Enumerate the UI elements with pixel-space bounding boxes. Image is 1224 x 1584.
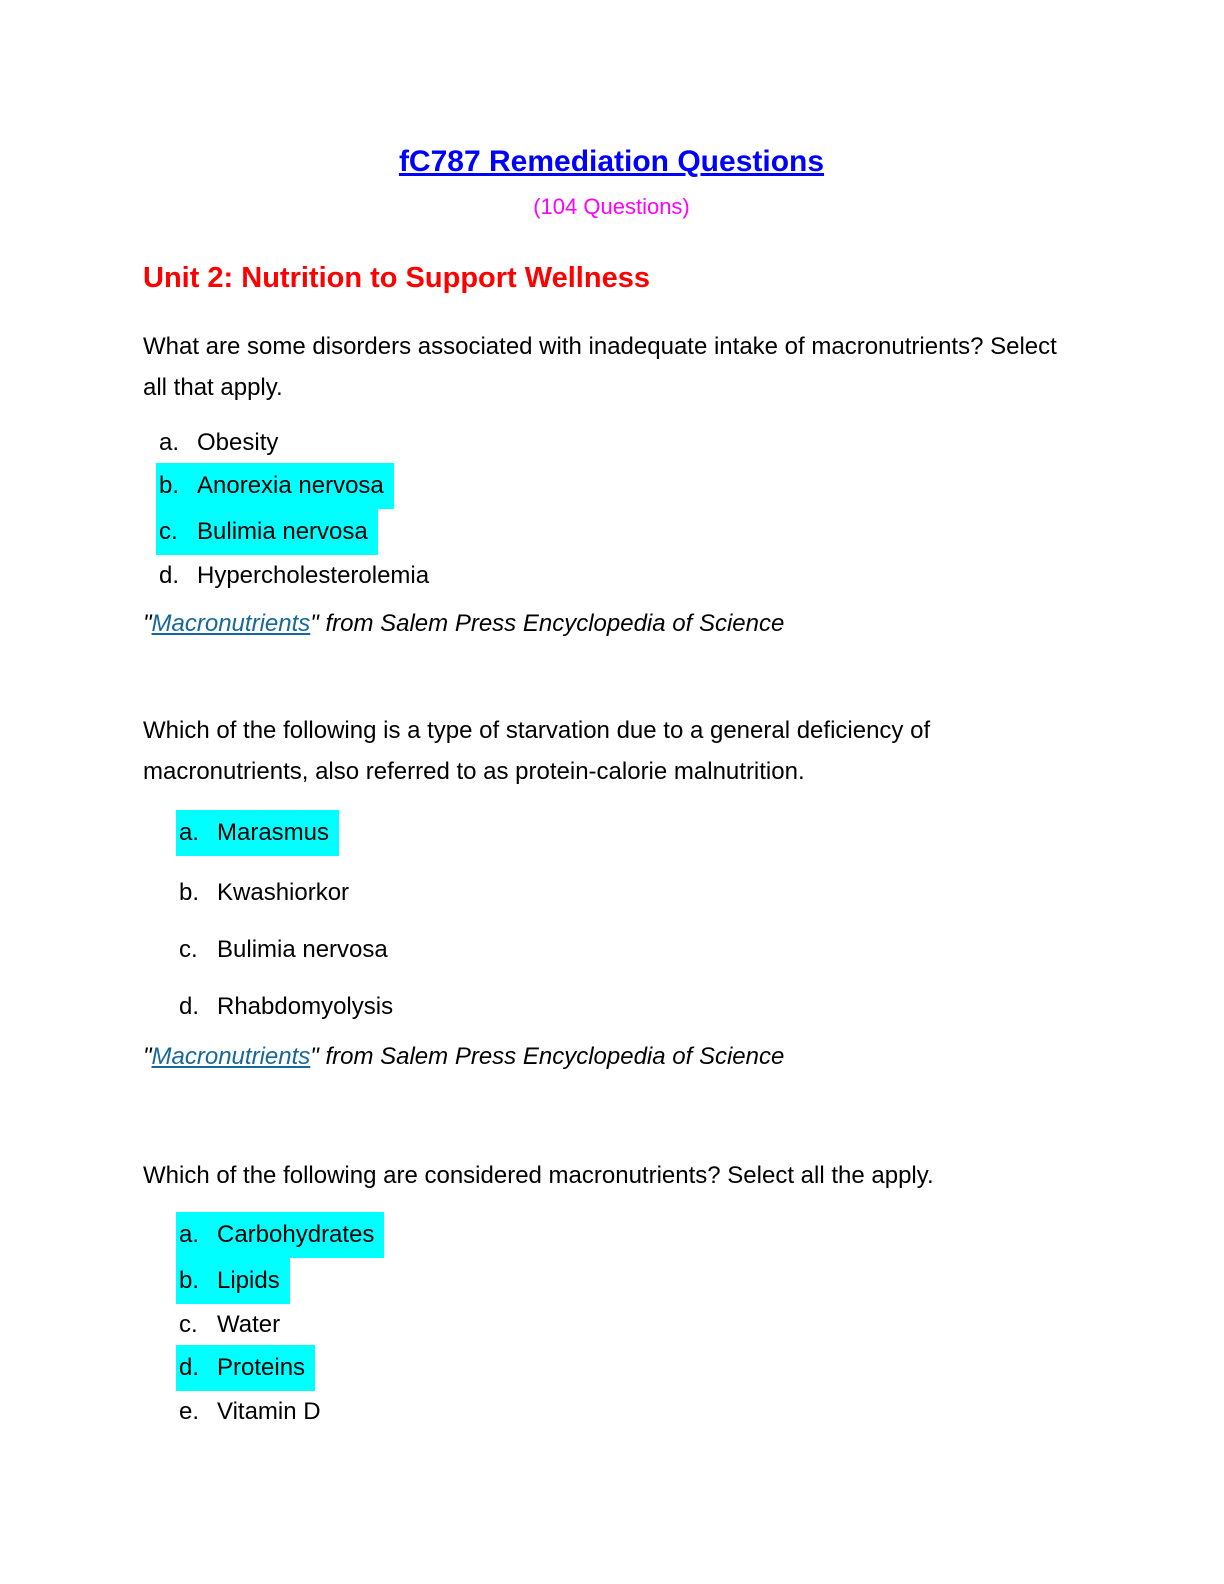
option-text: Carbohydrates xyxy=(217,1221,375,1248)
citation-rest: " from Salem Press Encyclopedia of Scien… xyxy=(310,1043,785,1070)
option-label: a. xyxy=(179,819,200,846)
option-line: b. Lipids xyxy=(176,1258,290,1304)
citation-link[interactable]: Macronutrients xyxy=(151,1043,311,1070)
option-line: d. Hypercholesterolemia xyxy=(159,555,429,596)
question-2-text: Which of the following is a type of star… xyxy=(143,717,931,785)
option-label: e. xyxy=(179,1398,200,1425)
option-item: c. Bulimia nervosa xyxy=(156,509,1080,555)
document-title: fC787 Remediation Questions xyxy=(398,145,825,178)
option-text: Anorexia nervosa xyxy=(197,472,384,499)
option-label: b. xyxy=(159,472,180,499)
option-item: d. Rhabdomyolysis xyxy=(179,986,1080,1027)
option-item: d. Hypercholesterolemia xyxy=(159,555,1080,596)
option-text: Rhabdomyolysis xyxy=(217,993,394,1020)
option-line: c. Water xyxy=(179,1304,280,1345)
option-label: c. xyxy=(179,1311,198,1338)
option-item: e. Vitamin D xyxy=(179,1391,1080,1432)
unit-heading: Unit 2: Nutrition to Support Wellness xyxy=(143,262,650,294)
citation-1: "Macronutrients" from Salem Press Encycl… xyxy=(143,610,1080,638)
option-text: Bulimia nervosa xyxy=(217,936,388,963)
option-label: d. xyxy=(179,993,200,1020)
option-label: d. xyxy=(159,562,180,589)
option-line: c. Bulimia nervosa xyxy=(179,929,388,970)
citation-2: "Macronutrients" from Salem Press Encycl… xyxy=(143,1043,1080,1071)
option-item: c. Bulimia nervosa xyxy=(179,929,1080,970)
option-text: Hypercholesterolemia xyxy=(197,562,430,589)
option-text: Lipids xyxy=(217,1267,280,1294)
option-line: e. Vitamin D xyxy=(179,1391,321,1432)
option-item: b. Lipids xyxy=(176,1258,1080,1304)
option-label: c. xyxy=(179,936,198,963)
option-line: d. Rhabdomyolysis xyxy=(179,986,393,1027)
option-line: c. Bulimia nervosa xyxy=(156,509,378,555)
option-text: Kwashiorkor xyxy=(217,879,350,906)
option-line: a. Carbohydrates xyxy=(176,1212,385,1258)
citation-link[interactable]: Macronutrients xyxy=(151,610,311,637)
citation-open-quote: " xyxy=(143,1043,152,1070)
citation-rest: " from Salem Press Encyclopedia of Scien… xyxy=(310,610,785,637)
option-item: b. Anorexia nervosa xyxy=(156,463,1080,509)
option-item: c. Water xyxy=(179,1304,1080,1345)
option-text: Proteins xyxy=(217,1354,306,1381)
option-line: b. Anorexia nervosa xyxy=(156,463,394,509)
question-2-options: a. Marasmus b. Kwashiorkor c. Bulimia nervo… xyxy=(143,810,1080,1027)
option-text: Vitamin D xyxy=(217,1398,321,1425)
question-1-text: What are some disorders associated with … xyxy=(143,333,1057,401)
option-text: Bulimia nervosa xyxy=(197,518,368,545)
option-line: b. Kwashiorkor xyxy=(179,872,349,913)
option-label: a. xyxy=(179,1221,200,1248)
option-item: b. Kwashiorkor xyxy=(179,872,1080,913)
option-line: a. Marasmus xyxy=(176,810,340,856)
option-label: a. xyxy=(159,429,180,456)
option-item: a. Carbohydrates xyxy=(176,1212,1080,1258)
question-3-text: Which of the following are considered ma… xyxy=(143,1162,934,1189)
option-text: Obesity xyxy=(197,429,279,456)
question-3-options: a. Carbohydrates b. Lipids c. Water d. Prote… xyxy=(143,1212,1080,1432)
option-item: d. Proteins xyxy=(176,1345,1080,1391)
option-label: c. xyxy=(159,518,178,545)
option-item: a. Obesity xyxy=(159,422,1080,463)
option-label: b. xyxy=(179,879,200,906)
option-text: Marasmus xyxy=(217,819,330,846)
citation-open-quote: " xyxy=(143,610,152,637)
option-item: a. Marasmus xyxy=(176,810,1080,856)
question-1-options: a. Obesity b. Anorexia nervosa c. Bulimia n… xyxy=(143,422,1080,596)
option-text: Water xyxy=(217,1311,281,1338)
option-label: b. xyxy=(179,1267,200,1294)
option-label: d. xyxy=(179,1354,200,1381)
question-count-subtitle: (104 Questions) xyxy=(533,194,690,219)
option-line: a. Obesity xyxy=(159,422,278,463)
option-line: d. Proteins xyxy=(176,1345,316,1391)
